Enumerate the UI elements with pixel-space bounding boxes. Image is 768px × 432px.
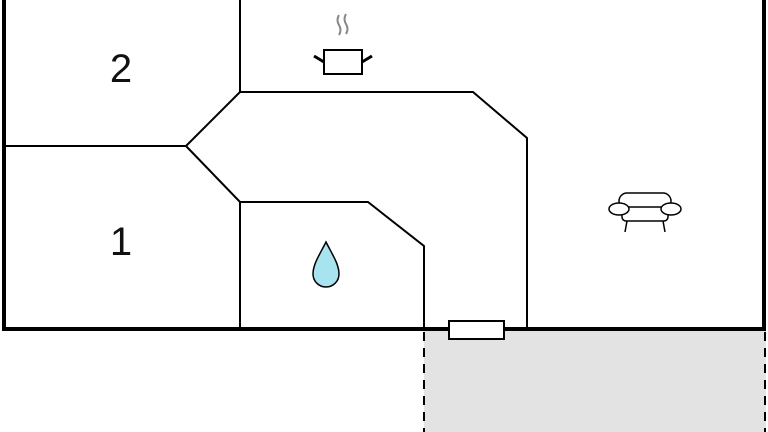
terrace xyxy=(424,330,766,432)
walls xyxy=(2,0,766,331)
room-label-1: 1 xyxy=(110,220,132,264)
cooking-pot-icon xyxy=(313,13,373,75)
entrance-door xyxy=(448,320,505,340)
room-label-2: 2 xyxy=(110,47,132,91)
water-drop-icon xyxy=(312,240,340,288)
sofa-icon xyxy=(608,192,682,233)
